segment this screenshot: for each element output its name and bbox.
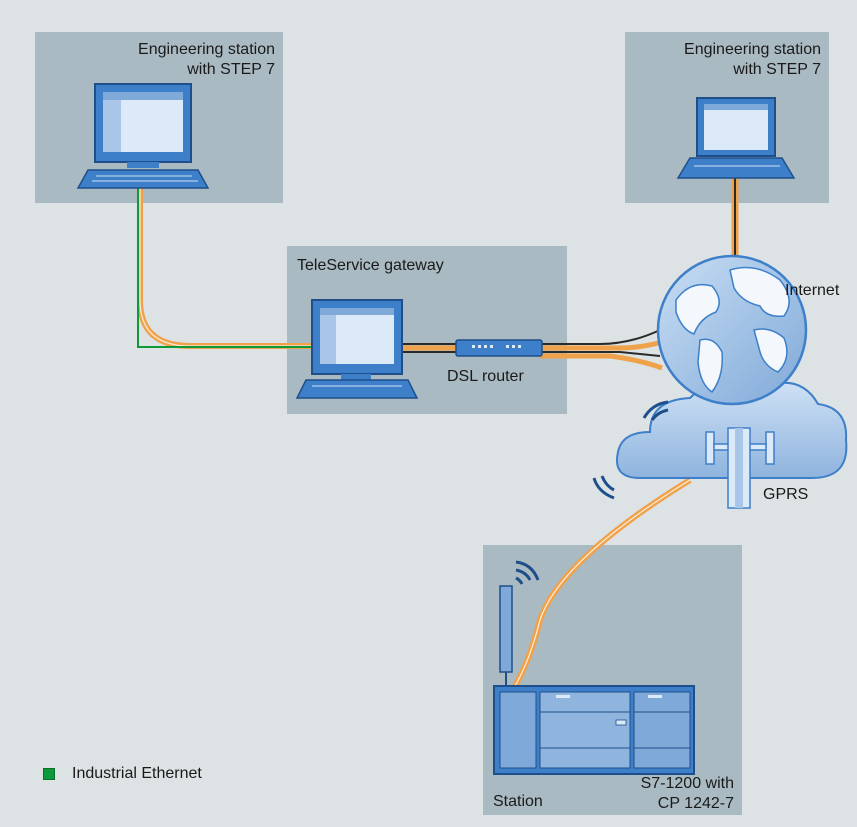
industrial-ethernet-swatch [43, 768, 55, 780]
station-device-label-line1: S7-1200 with [640, 775, 734, 792]
station-label: Station [493, 793, 543, 810]
laptop-icon [676, 97, 796, 179]
station-device-label-line2: CP 1242-7 [657, 795, 734, 812]
eng-station-left-label-line1: Engineering station [138, 41, 275, 58]
pc-icon [295, 299, 419, 399]
cable-gateway-to-router [400, 343, 458, 353]
globe-icon [656, 254, 808, 406]
cable-eng-left-to-gateway [137, 188, 312, 349]
wireless-icon [515, 560, 540, 585]
internet-label: Internet [785, 282, 840, 299]
wireless-icon [642, 400, 669, 421]
plc-icon [493, 685, 695, 775]
antenna-icon [499, 585, 513, 686]
dsl-router-label: DSL router [447, 368, 524, 385]
eng-station-left-label-line2: with STEP 7 [187, 61, 275, 78]
eng-station-right-label-line2: with STEP 7 [733, 61, 821, 78]
legend-industrial-ethernet: Industrial Ethernet [72, 765, 202, 782]
eng-station-right-label-line1: Engineering station [684, 41, 821, 58]
router-icon [455, 339, 543, 357]
cable-gprs-to-station [512, 477, 692, 688]
gprs-label: GPRS [763, 486, 809, 503]
teleservice-gateway-title: TeleService gateway [297, 257, 444, 274]
cable-router-to-internet [540, 329, 663, 371]
wireless-icon [592, 475, 615, 500]
pc-icon [76, 83, 210, 189]
antenna-icon [705, 427, 775, 509]
